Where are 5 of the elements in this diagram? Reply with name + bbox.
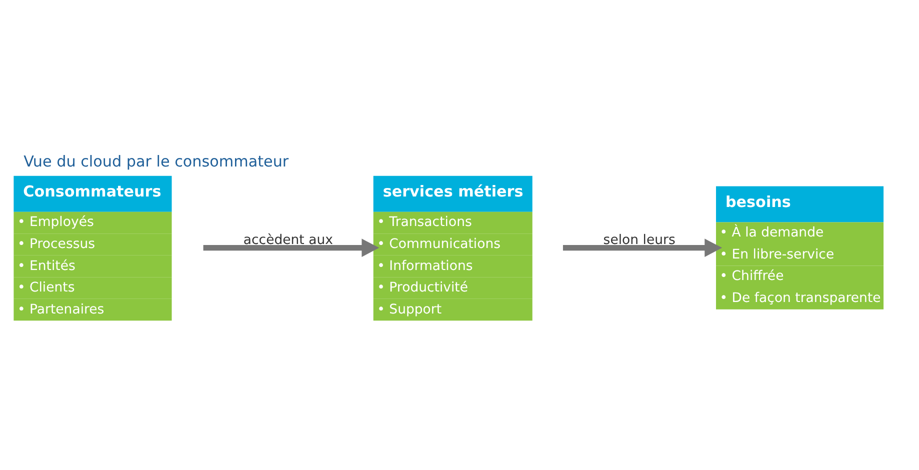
edge-label: selon leurs <box>603 232 676 248</box>
arrow <box>562 238 722 256</box>
arrow <box>203 238 380 256</box>
diagram-title: Vue du cloud par le consommateur <box>24 152 289 170</box>
edge-label: accèdent aux <box>243 232 333 248</box>
